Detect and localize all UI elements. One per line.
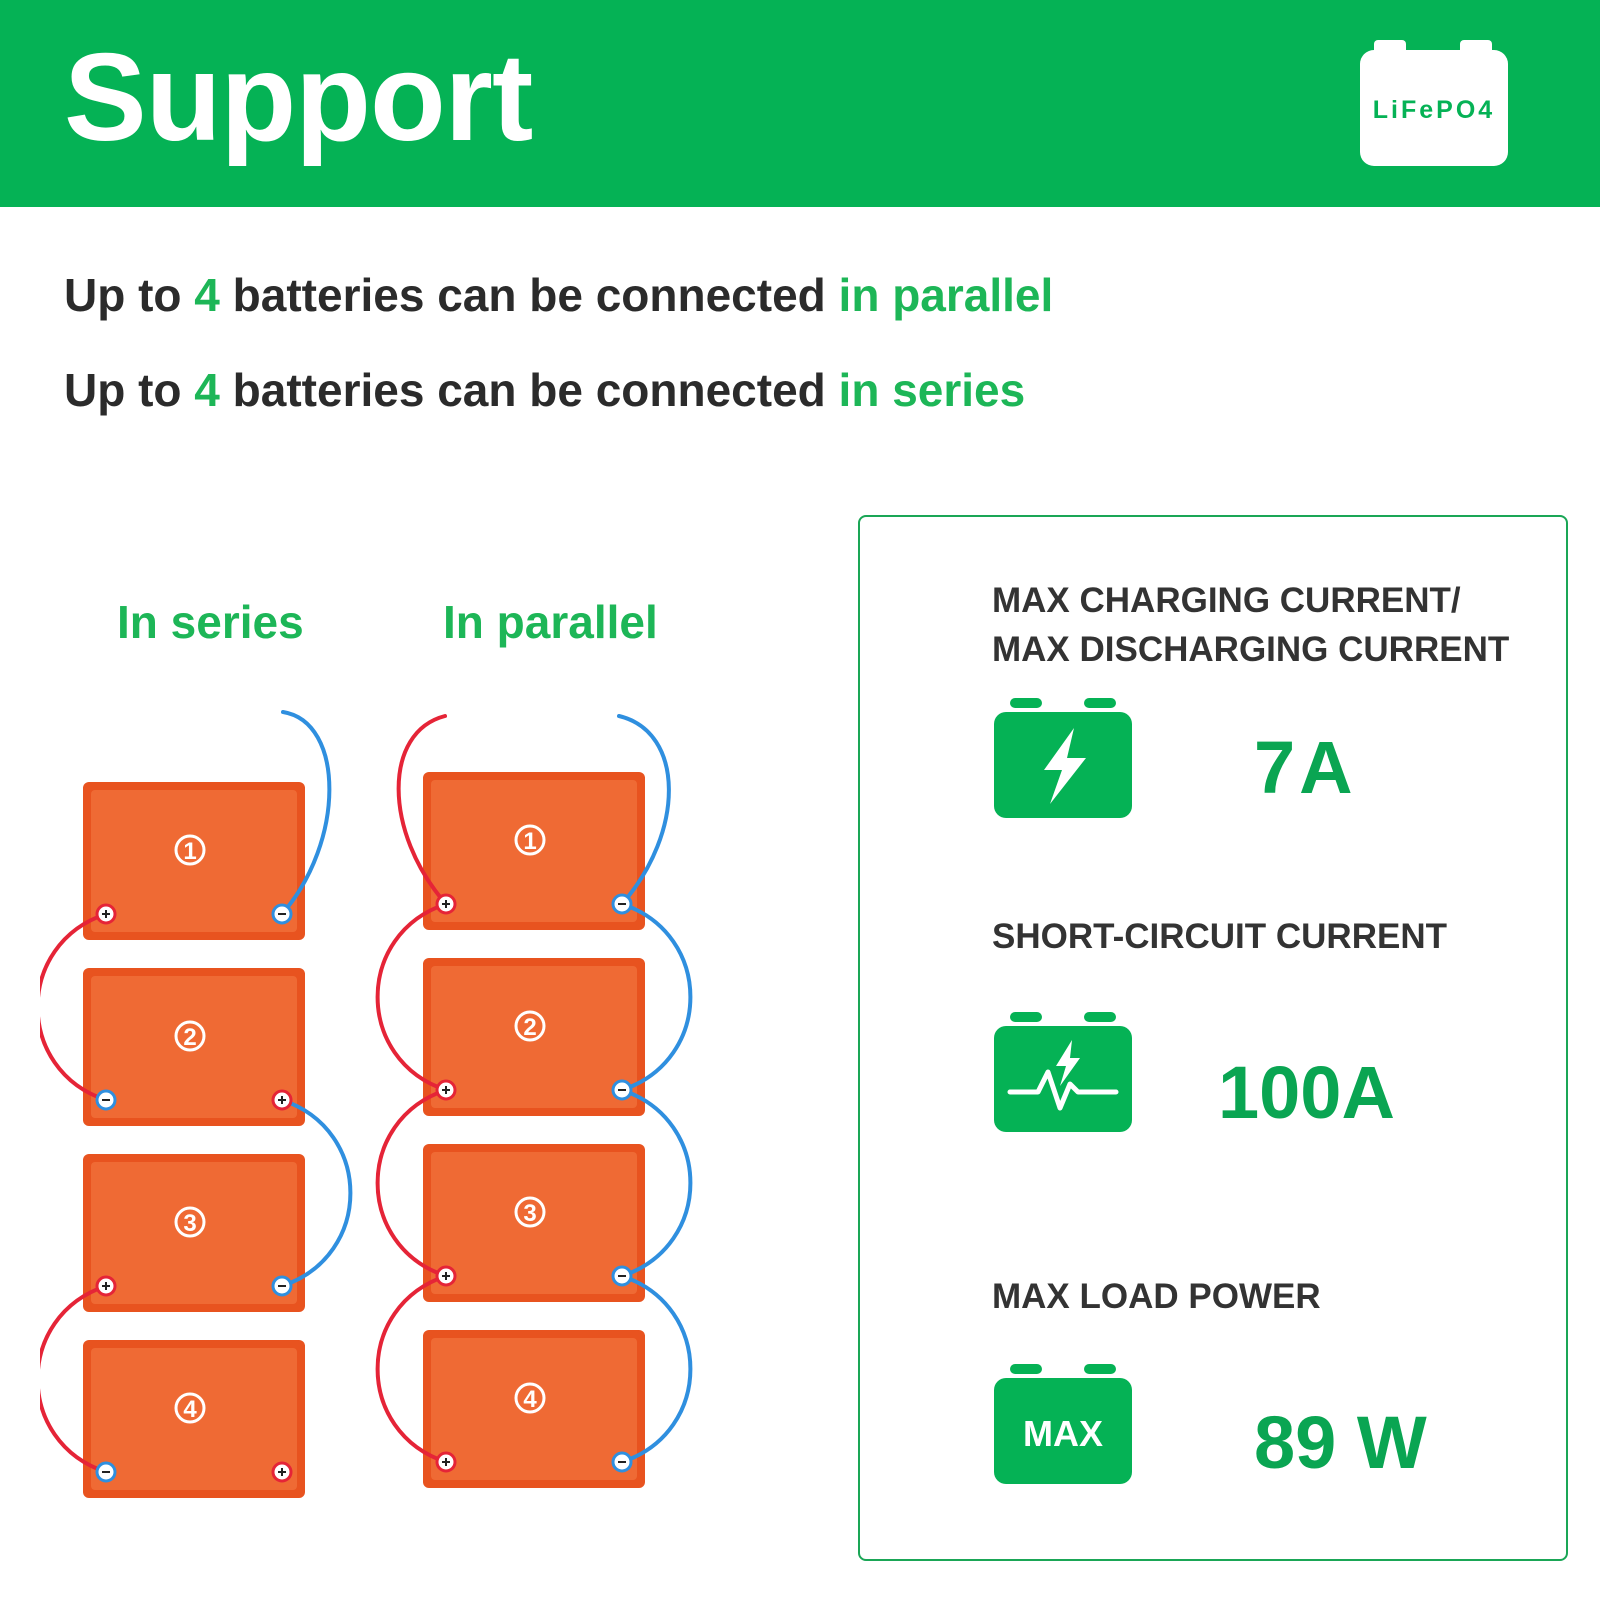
parallel-lead-positive [396, 714, 448, 906]
intro-middle: batteries can be connected [219, 364, 839, 416]
battery-number-ring [514, 1382, 546, 1414]
parallel-wire [375, 1088, 448, 1278]
battery-face [431, 966, 637, 1108]
intro-mode: in series [838, 364, 1026, 416]
battery-number: 3 [523, 1200, 536, 1227]
header-banner: Support LiFePO4 [0, 0, 1600, 207]
page-title: Support [64, 29, 533, 167]
charging-value: 7A [1254, 726, 1357, 809]
parallel-label: In parallel [443, 596, 658, 648]
battery-number-ring [514, 1010, 546, 1042]
series-wire [40, 912, 108, 1102]
battery-face [431, 1338, 637, 1480]
battery-number: 1 [183, 838, 196, 865]
battery-number-ring [514, 824, 546, 856]
series-lead [280, 710, 332, 916]
battery-number-ring [174, 1020, 206, 1052]
battery-face [431, 780, 637, 922]
max-load-value: 89 W [1254, 1401, 1427, 1484]
short-circuit-title: SHORT-CIRCUIT CURRENT [992, 917, 1447, 956]
battery-number-ring [174, 1392, 206, 1424]
series-label: In series [117, 596, 304, 648]
battery-number: 4 [183, 1396, 197, 1423]
series-wire [280, 1098, 353, 1288]
intro-middle: batteries can be connected [219, 269, 839, 321]
battery-face [91, 976, 297, 1118]
battery-max-icon: MAX [994, 1362, 1132, 1486]
battery-face [91, 790, 297, 932]
intro-prefix: Up to [64, 269, 195, 321]
battery-number: 2 [523, 1014, 536, 1041]
spec-card [858, 515, 1568, 1561]
max-load-title: MAX LOAD POWER [992, 1277, 1321, 1316]
short-circuit-value: 100A [1218, 1051, 1395, 1134]
max-icon-text: MAX [1023, 1413, 1103, 1454]
battery-face [431, 1152, 637, 1294]
battery-face [91, 1162, 297, 1304]
intro-series: Up to 4 batteries can be connected in se… [64, 363, 1025, 417]
battery-number: 2 [183, 1024, 196, 1051]
parallel-lead-negative [617, 714, 671, 906]
parallel-wire [375, 1274, 448, 1464]
battery-number-ring [174, 1206, 206, 1238]
battery-number: 1 [523, 828, 536, 855]
battery-number: 4 [523, 1386, 537, 1413]
intro-count: 4 [194, 364, 220, 416]
battery-number-ring [514, 1196, 546, 1228]
intro-mode: in parallel [838, 269, 1054, 321]
battery-number: 3 [183, 1210, 196, 1237]
intro-count: 4 [194, 269, 220, 321]
battery-number-ring [174, 834, 206, 866]
battery-face [91, 1348, 297, 1490]
logo-text: LiFePO4 [1372, 96, 1496, 124]
logo-battery-body [1360, 50, 1508, 166]
charging-title-line1: MAX CHARGING CURRENT/ [992, 581, 1461, 620]
lifepo4-logo: LiFePO4 [1360, 40, 1508, 166]
charging-title-line2: MAX DISCHARGING CURRENT [992, 630, 1510, 669]
parallel-wire [620, 1088, 693, 1278]
parallel-wire [620, 902, 693, 1092]
parallel-wire [620, 1274, 693, 1464]
battery-pulse-icon [994, 1010, 1132, 1134]
intro-parallel: Up to 4 batteries can be connected in pa… [64, 268, 1053, 322]
battery-bolt-icon [994, 696, 1132, 820]
parallel-wire [375, 902, 448, 1092]
wiring-diagram: 1 2 3 4 1 2 3 4 [40, 710, 693, 1498]
series-wire [40, 1284, 108, 1474]
intro-prefix: Up to [64, 364, 195, 416]
